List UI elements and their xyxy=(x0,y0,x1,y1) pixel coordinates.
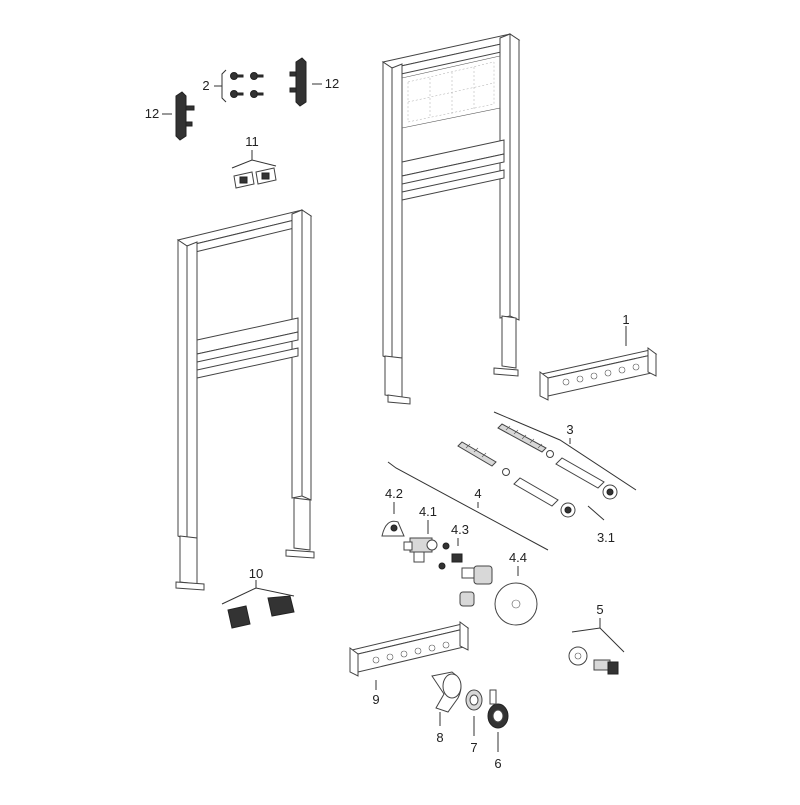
tall-frame xyxy=(381,33,521,405)
threaded-rods-4 xyxy=(387,441,576,551)
bracket-12-left xyxy=(162,91,195,141)
label-part-4-1: 4.1 xyxy=(419,504,437,519)
label-part-3-1: 3.1 xyxy=(597,530,615,545)
label-part-3: 3 xyxy=(566,422,573,437)
label-part-6: 6 xyxy=(494,756,501,771)
label-part-12-right: 12 xyxy=(325,76,339,91)
clips-10 xyxy=(221,580,295,629)
elbow-bracket-4-2 xyxy=(381,502,405,537)
mounting-rail-1 xyxy=(539,326,658,401)
clamp-6 xyxy=(487,689,509,752)
screws-2 xyxy=(214,69,264,103)
ring-7 xyxy=(465,689,483,736)
mounting-rail-9 xyxy=(349,621,470,690)
label-part-10: 10 xyxy=(249,566,263,581)
label-part-4: 4 xyxy=(474,486,481,501)
pads-11 xyxy=(231,150,277,189)
elbow-8 xyxy=(431,671,462,726)
label-part-7: 7 xyxy=(470,740,477,755)
label-part-4-4: 4.4 xyxy=(509,550,527,565)
label-part-12-left: 12 xyxy=(145,106,159,121)
label-part-2: 2 xyxy=(202,78,209,93)
short-frame xyxy=(175,209,315,591)
rosette-4-4 xyxy=(494,566,538,626)
label-part-5: 5 xyxy=(596,602,603,617)
label-part-1: 1 xyxy=(622,312,629,327)
elbow-fitting-4-1 xyxy=(403,520,450,570)
label-part-11: 11 xyxy=(245,134,259,149)
valve-5 xyxy=(568,618,625,675)
label-part-9: 9 xyxy=(372,692,379,707)
label-part-4-3: 4.3 xyxy=(451,522,469,537)
label-part-8: 8 xyxy=(436,730,443,745)
seal-parts-4-3 xyxy=(451,538,493,607)
label-part-4-2: 4.2 xyxy=(385,486,403,501)
part-labels: 1 2 3 3.1 4 4.1 4.2 4.3 4.4 5 6 7 8 9 10… xyxy=(145,76,630,771)
threaded-rods-3 xyxy=(493,411,637,521)
bracket-12-right xyxy=(289,57,322,107)
